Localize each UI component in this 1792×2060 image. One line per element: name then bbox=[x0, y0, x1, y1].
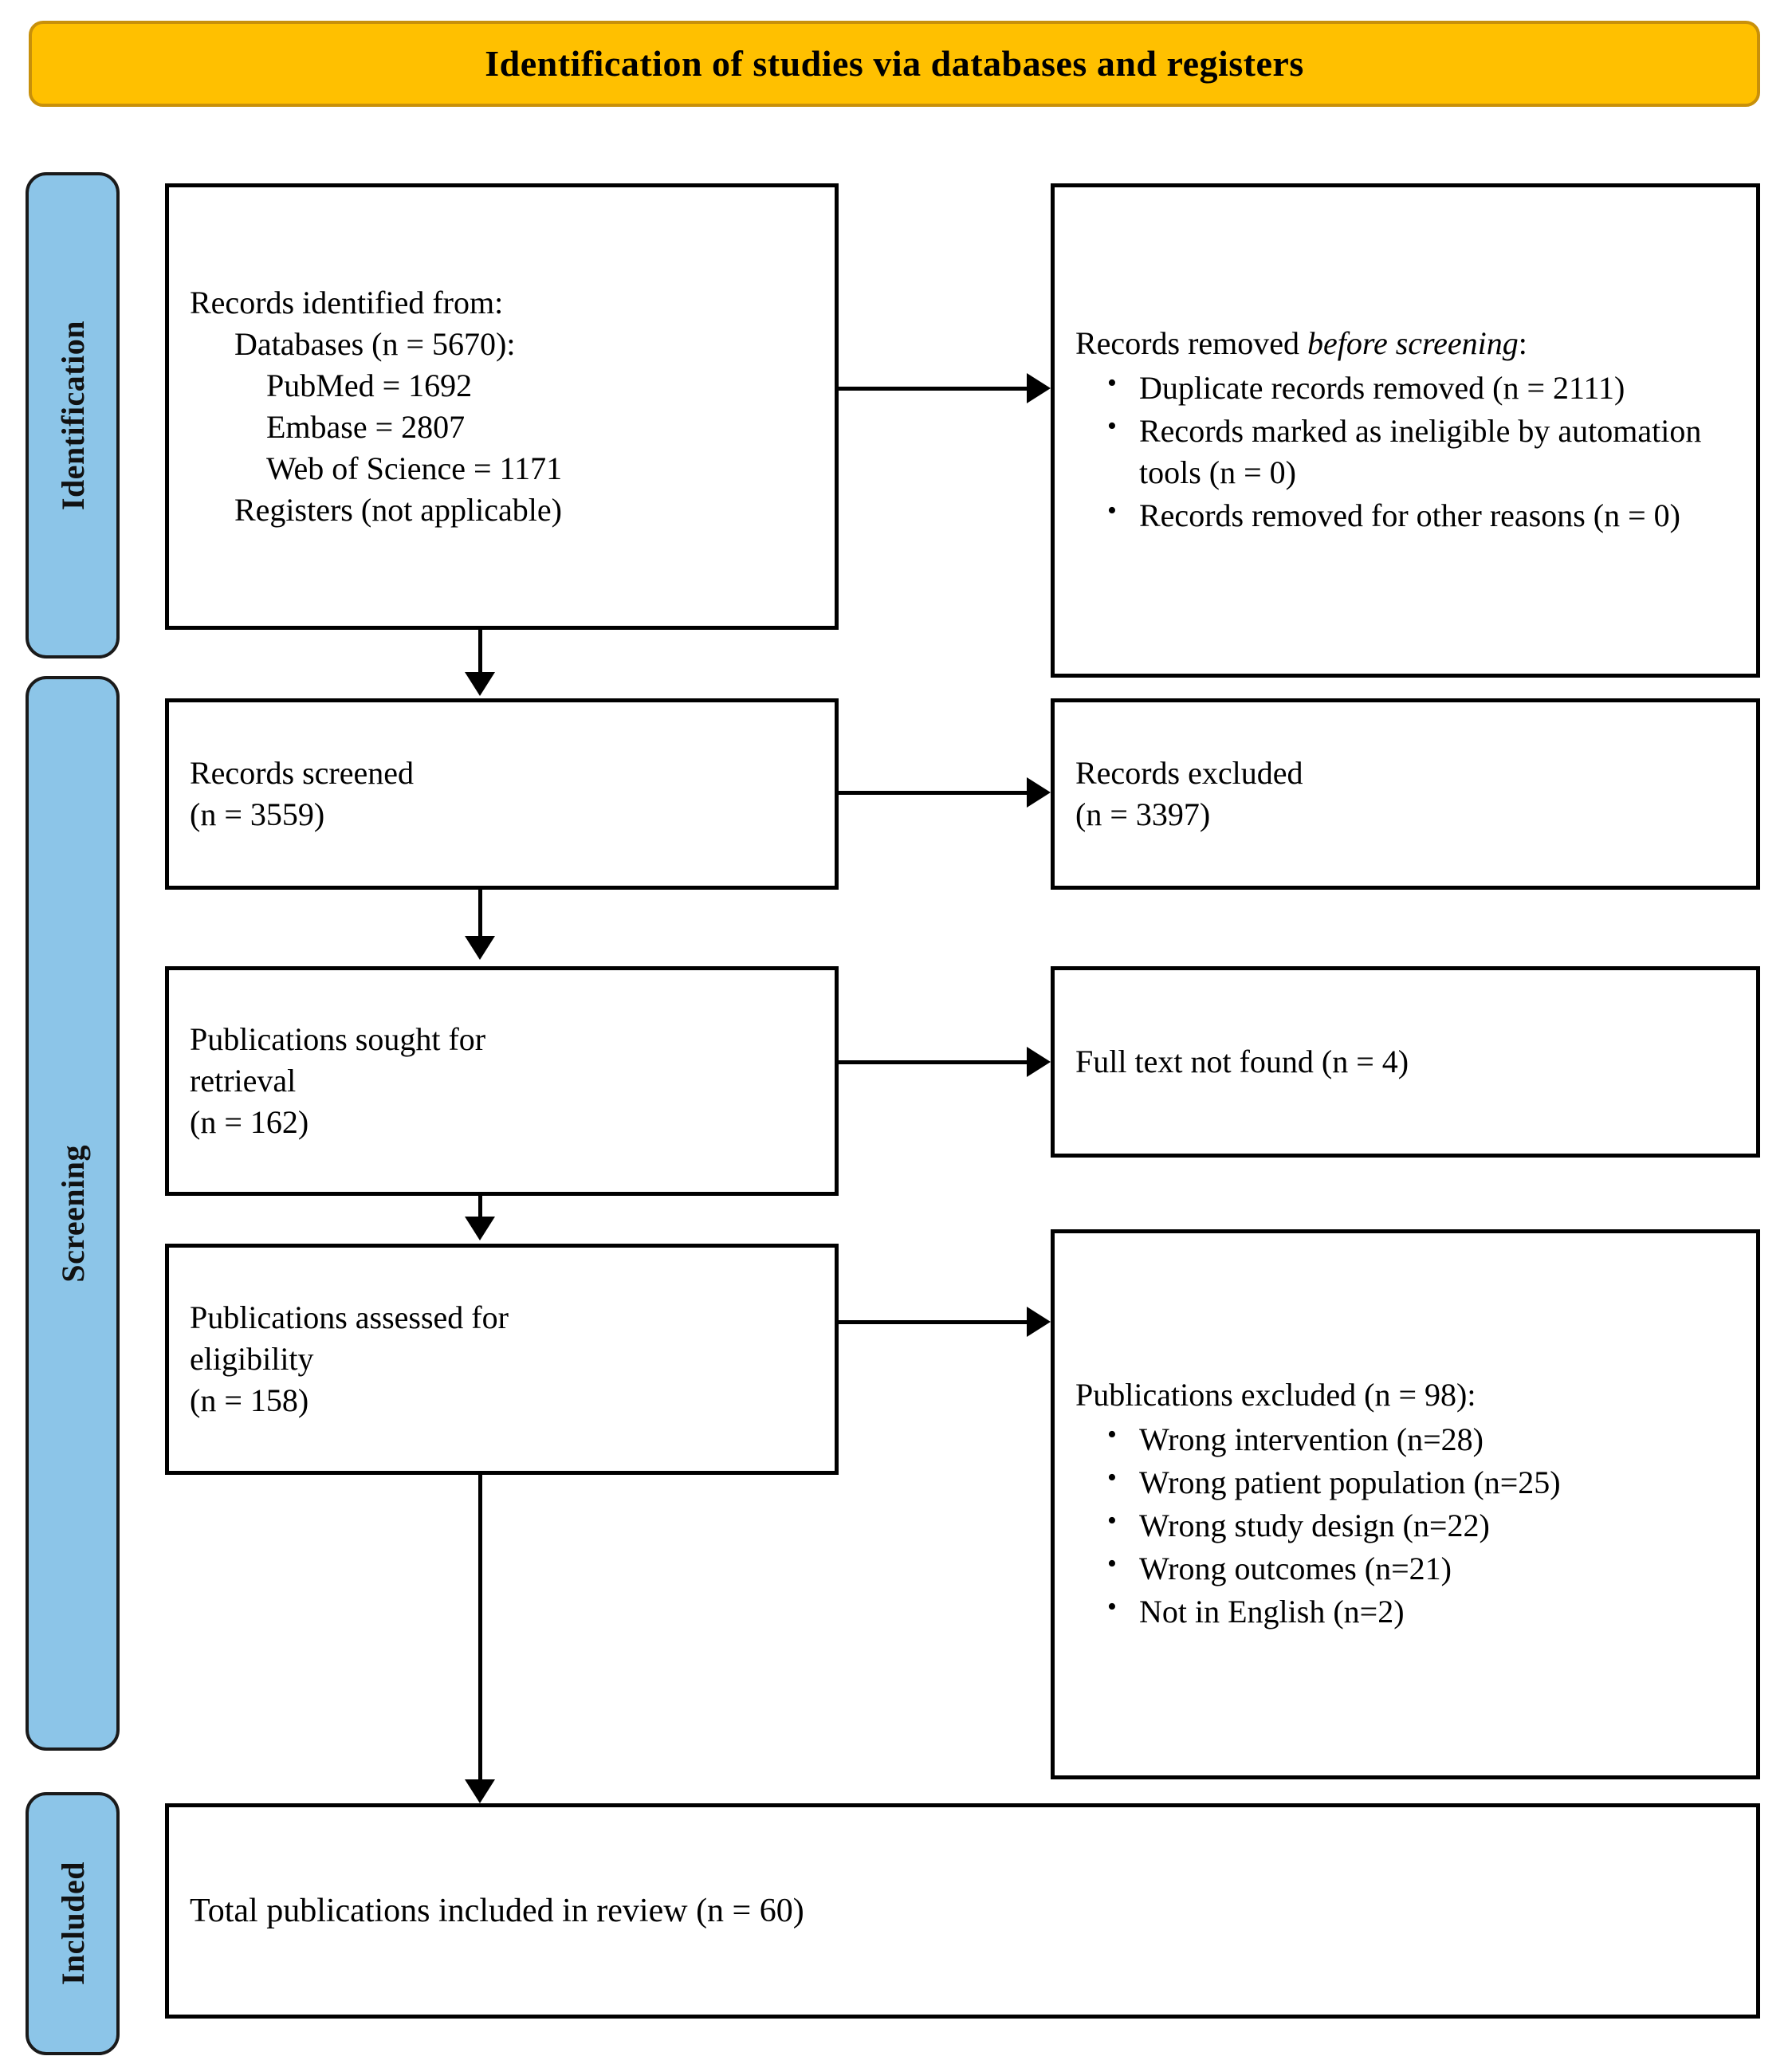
box-total-publications-included: Total publications included in review (n… bbox=[165, 1803, 1760, 2019]
eligibility-line-1: Publications assessed for bbox=[190, 1299, 509, 1335]
connector-screened-to-sought bbox=[478, 890, 482, 938]
box-eligibility-text: Publications assessed for eligibility (n… bbox=[190, 1297, 814, 1421]
list-item: Records marked as ineligible by automati… bbox=[1102, 409, 1735, 493]
removed-before-bullet-list: Duplicate records removed (n = 2111) Rec… bbox=[1075, 366, 1735, 538]
removed-before-title-colon: : bbox=[1518, 325, 1527, 361]
box-records-screened-text: Records screened (n = 3559) bbox=[190, 753, 814, 835]
box-records-excluded: Records excluded (n = 3397) bbox=[1051, 698, 1760, 890]
connector-sought-to-eligibility bbox=[478, 1196, 482, 1221]
records-identified-line-2: Databases (n = 5670): bbox=[234, 326, 516, 362]
sought-line-3: (n = 162) bbox=[190, 1104, 309, 1140]
records-identified-line-6: Registers (not applicable) bbox=[234, 492, 562, 528]
phase-tab-screening: Screening bbox=[26, 676, 120, 1751]
phase-label-included: Included bbox=[54, 1861, 91, 1986]
phase-tab-identification: Identification bbox=[26, 172, 120, 658]
records-identified-line-1: Records identified from: bbox=[190, 285, 504, 320]
arrowhead-identified-to-screened bbox=[465, 672, 495, 696]
list-item: Wrong patient population (n=25) bbox=[1102, 1460, 1735, 1504]
phase-label-identification: Identification bbox=[54, 320, 91, 511]
sought-line-1: Publications sought for bbox=[190, 1021, 486, 1057]
connector-eligibility-to-included bbox=[478, 1475, 482, 1786]
records-screened-line-2: (n = 3559) bbox=[190, 796, 325, 832]
phase-label-screening: Screening bbox=[54, 1144, 91, 1283]
records-screened-line-1: Records screened bbox=[190, 755, 414, 791]
publications-excluded-title: Publications excluded (n = 98): bbox=[1075, 1377, 1476, 1413]
arrowhead-screened-to-sought bbox=[465, 936, 495, 960]
list-item: Wrong intervention (n=28) bbox=[1102, 1417, 1735, 1460]
records-identified-line-5: Web of Science = 1171 bbox=[266, 450, 563, 486]
eligibility-line-3: (n = 158) bbox=[190, 1382, 309, 1418]
arrowhead-screened-to-excluded bbox=[1027, 777, 1051, 808]
arrowhead-sought-to-fulltext bbox=[1027, 1047, 1051, 1077]
records-identified-line-4: Embase = 2807 bbox=[266, 409, 466, 445]
records-identified-line-3: PubMed = 1692 bbox=[266, 368, 473, 403]
box-records-screened: Records screened (n = 3559) bbox=[165, 698, 839, 890]
diagram-header-banner: Identification of studies via databases … bbox=[29, 21, 1760, 107]
connector-identified-to-removed bbox=[839, 387, 1032, 391]
list-item: Duplicate records removed (n = 2111) bbox=[1102, 366, 1735, 409]
connector-identified-to-screened bbox=[478, 630, 482, 676]
box-records-removed-title: Records removed before screening: bbox=[1075, 323, 1735, 364]
box-publications-sought-for-retrieval: Publications sought for retrieval (n = 1… bbox=[165, 966, 839, 1196]
box-publications-sought-text: Publications sought for retrieval (n = 1… bbox=[190, 1019, 814, 1143]
list-item: Records removed for other reasons (n = 0… bbox=[1102, 493, 1735, 537]
removed-before-title-plain: Records removed bbox=[1075, 325, 1308, 361]
box-publications-excluded: Publications excluded (n = 98): Wrong in… bbox=[1051, 1229, 1760, 1779]
list-item: Wrong outcomes (n=21) bbox=[1102, 1547, 1735, 1590]
box-records-removed-before-screening: Records removed before screening: Duplic… bbox=[1051, 183, 1760, 678]
arrowhead-eligibility-to-included bbox=[465, 1779, 495, 1803]
box-records-excluded-text: Records excluded (n = 3397) bbox=[1075, 753, 1735, 835]
box-records-identified-text: Records identified from: Databases (n = … bbox=[190, 282, 814, 531]
page-title: Identification of studies via databases … bbox=[485, 42, 1304, 84]
eligibility-line-2: eligibility bbox=[190, 1341, 314, 1377]
arrowhead-sought-to-eligibility bbox=[465, 1217, 495, 1240]
connector-sought-to-fulltext bbox=[839, 1060, 1032, 1064]
sought-line-2: retrieval bbox=[190, 1063, 297, 1099]
box-records-identified: Records identified from: Databases (n = … bbox=[165, 183, 839, 630]
box-publications-assessed-for-eligibility: Publications assessed for eligibility (n… bbox=[165, 1244, 839, 1475]
connector-eligibility-to-excluded bbox=[839, 1320, 1032, 1324]
list-item: Wrong study design (n=22) bbox=[1102, 1504, 1735, 1547]
records-excluded-line-2: (n = 3397) bbox=[1075, 796, 1211, 832]
connector-screened-to-excluded bbox=[839, 791, 1032, 795]
phase-tab-included: Included bbox=[26, 1792, 120, 2055]
box-full-text-not-found-text: Full text not found (n = 4) bbox=[1075, 1044, 1409, 1079]
list-item: Not in English (n=2) bbox=[1102, 1590, 1735, 1633]
arrowhead-identified-to-removed bbox=[1027, 373, 1051, 403]
box-included-text: Total publications included in review (n… bbox=[190, 1892, 804, 1929]
records-excluded-line-1: Records excluded bbox=[1075, 755, 1303, 791]
publications-excluded-bullet-list: Wrong intervention (n=28) Wrong patient … bbox=[1075, 1417, 1735, 1634]
arrowhead-eligibility-to-excluded bbox=[1027, 1307, 1051, 1337]
box-full-text-not-found: Full text not found (n = 4) bbox=[1051, 966, 1760, 1158]
removed-before-title-italic: before screening bbox=[1307, 325, 1519, 361]
